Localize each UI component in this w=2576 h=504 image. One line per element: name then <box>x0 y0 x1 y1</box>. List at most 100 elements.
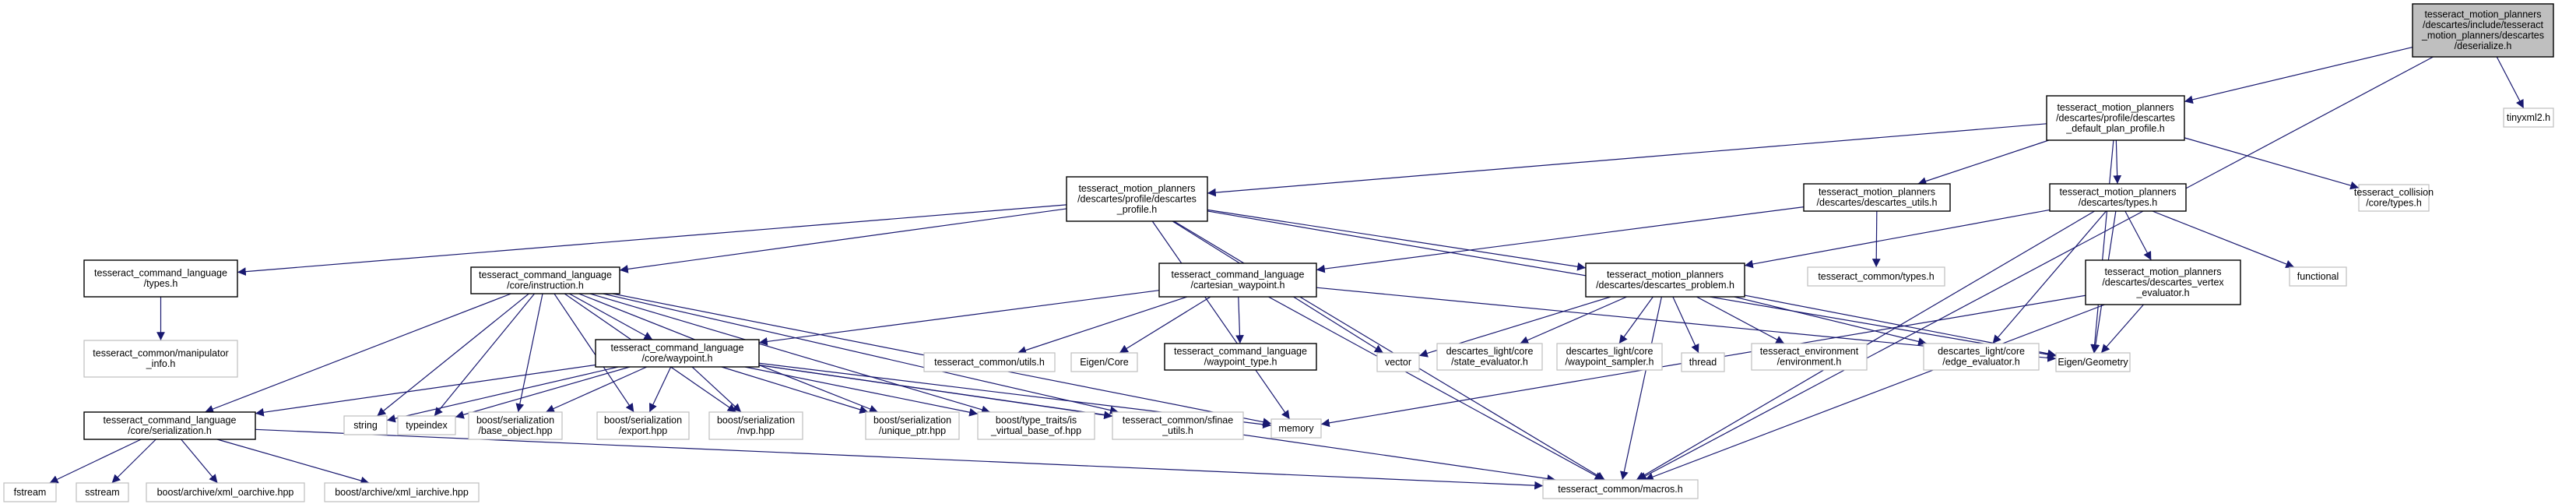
edge-cartesian_waypoint-to-eigen_core <box>1119 296 1211 354</box>
node-descartes_utils[interactable]: tesseract_motion_planners/descartes/desc… <box>1803 183 1951 212</box>
node-box <box>1542 479 1699 499</box>
node-memory: memory <box>1270 418 1322 439</box>
node-descartes_profile[interactable]: tesseract_motion_planners/descartes/prof… <box>1066 176 1208 222</box>
node-label-line: boost/archive/xml_iarchive.hpp <box>335 487 469 498</box>
node-fstream: fstream <box>3 482 57 502</box>
edge-line <box>589 293 991 414</box>
edge-line <box>1316 206 1805 273</box>
node-box <box>596 411 690 440</box>
node-box <box>1164 343 1317 371</box>
node-box <box>2049 183 2187 212</box>
edge-line <box>377 293 529 417</box>
node-state_evaluator: descartes_light/core/state_evaluator.h <box>1436 343 1543 371</box>
node-box <box>1681 352 1725 372</box>
node-instruction[interactable]: tesseract_command_language/core/instruct… <box>470 266 620 294</box>
node-label-line: tesseract_command_language <box>94 268 227 279</box>
node-box <box>1803 183 1951 212</box>
node-box <box>923 352 1056 372</box>
node-label-line: tesseract_command_language <box>104 415 237 426</box>
edge-serialization-to-sstream <box>111 439 156 484</box>
edge-line <box>2496 56 2525 109</box>
node-collision_types: tesseract_collision/core/types.h <box>2354 184 2434 212</box>
edge-serialization-to-xml_iarchive <box>216 439 370 485</box>
node-label-line: /waypoint_type.h <box>1204 357 1277 368</box>
node-label-line: /cartesian_waypoint.h <box>1191 280 1285 291</box>
node-label-line: tesseract_common/sfinae <box>1123 415 1233 426</box>
edge-descartes_types-to-functional <box>2152 210 2295 269</box>
node-box <box>1556 343 1663 371</box>
node-cartesian_waypoint[interactable]: tesseract_command_language/cartesian_way… <box>1158 263 1317 298</box>
node-typeindex: typeindex <box>397 415 456 435</box>
node-string: string <box>343 415 388 435</box>
edge-descartes_profile-to-cl_types <box>237 204 1067 276</box>
node-label-line: /nvp.hpp <box>737 425 775 436</box>
edge-instruction-to-typeindex <box>434 293 536 417</box>
node-cl_types[interactable]: tesseract_command_language/types.h <box>83 259 238 298</box>
edge-descartes_profile-to-instruction <box>619 208 1067 273</box>
node-label-line: tesseract_command_language <box>479 270 612 280</box>
edge-line <box>255 364 596 417</box>
edge-line <box>1744 209 2051 269</box>
node-label-line: /state_evaluator.h <box>1451 357 1528 368</box>
node-descartes_types[interactable]: tesseract_motion_planners/descartes/type… <box>2049 183 2187 212</box>
node-waypoint_type[interactable]: tesseract_command_language/waypoint_type… <box>1164 343 1317 371</box>
edge-instruction-to-serialization <box>205 293 511 414</box>
edge-line <box>545 366 648 413</box>
edge-line <box>111 439 156 484</box>
edge-descartes_types-to-edge_evaluator <box>1992 210 2107 344</box>
node-box <box>1751 343 1868 371</box>
edge-vertex_evaluator-to-macros <box>1644 304 2105 481</box>
edge-line <box>2113 139 2122 185</box>
node-label-line: fstream <box>14 487 47 498</box>
node-vertex_evaluator[interactable]: tesseract_motion_planners/descartes/desc… <box>2085 259 2241 305</box>
edge-default_plan_profile-to-descartes_types <box>2113 139 2122 185</box>
edge-line <box>1207 209 1587 271</box>
node-label-line: tesseract_motion_planners <box>2059 187 2176 198</box>
edge-cartesian_waypoint-to-common_utils <box>1017 296 1188 354</box>
edge-waypoint-to-is_virtual_base <box>744 366 979 417</box>
node-label-line: string <box>353 420 378 431</box>
edge-line <box>2184 137 2360 190</box>
node-label-line: /edge_evaluator.h <box>1942 357 2019 368</box>
node-box <box>468 411 563 440</box>
node-box <box>2358 184 2430 212</box>
node-box <box>1436 343 1543 371</box>
node-label-line: /types.h <box>144 278 178 289</box>
node-descartes_problem[interactable]: tesseract_motion_planners/descartes/desc… <box>1585 263 1745 298</box>
node-label-line: Eigen/Geometry <box>2058 357 2128 368</box>
edge-line <box>691 366 742 413</box>
node-eigen_geometry: Eigen/Geometry <box>2055 352 2131 372</box>
edge-line <box>569 293 653 340</box>
edge-line <box>1207 123 2047 197</box>
node-common_utils: tesseract_common/utils.h <box>923 352 1056 372</box>
node-waypoint[interactable]: tesseract_command_language/core/waypoint… <box>595 339 760 368</box>
edge-descartes_utils-to-cartesian_waypoint <box>1316 206 1805 273</box>
edge-serialization-to-fstream <box>49 439 142 484</box>
node-sfinae: tesseract_common/sfinae_utils.h <box>1112 411 1244 440</box>
node-label-line: tesseract_common/manipulator <box>93 348 228 359</box>
node-box <box>76 482 129 502</box>
edge-line <box>386 366 619 423</box>
node-label-line: boost/serialization <box>476 415 554 426</box>
node-default_plan_profile[interactable]: tesseract_motion_planners/descartes/prof… <box>2046 95 2185 141</box>
node-label-line: _profile.h <box>1116 204 1157 215</box>
node-serialization[interactable]: tesseract_command_language/core/serializ… <box>83 411 256 440</box>
edge-line <box>2124 210 2152 261</box>
node-label-line: /export.hpp <box>619 425 668 436</box>
edge-waypoint-to-string <box>386 366 619 423</box>
node-xml_iarchive: boost/archive/xml_iarchive.hpp <box>324 482 480 502</box>
edge-line <box>1672 296 1699 354</box>
edge-line <box>1268 296 1604 481</box>
node-label-line: _motion_planners/descartes <box>2421 30 2544 41</box>
node-label-line: /core/types.h <box>2366 198 2422 209</box>
edge-descartes_profile-to-memory <box>1151 220 1291 420</box>
node-box <box>1270 418 1322 439</box>
edge-instruction-to-base_object <box>515 293 543 413</box>
edge-instruction-to-string <box>377 293 529 417</box>
edge-line <box>1734 296 1928 346</box>
node-sstream: sstream <box>76 482 129 502</box>
edge-line <box>758 290 1160 346</box>
node-label-line: _utils.h <box>1161 425 1193 436</box>
node-label-line: tesseract_command_language <box>1172 270 1305 280</box>
